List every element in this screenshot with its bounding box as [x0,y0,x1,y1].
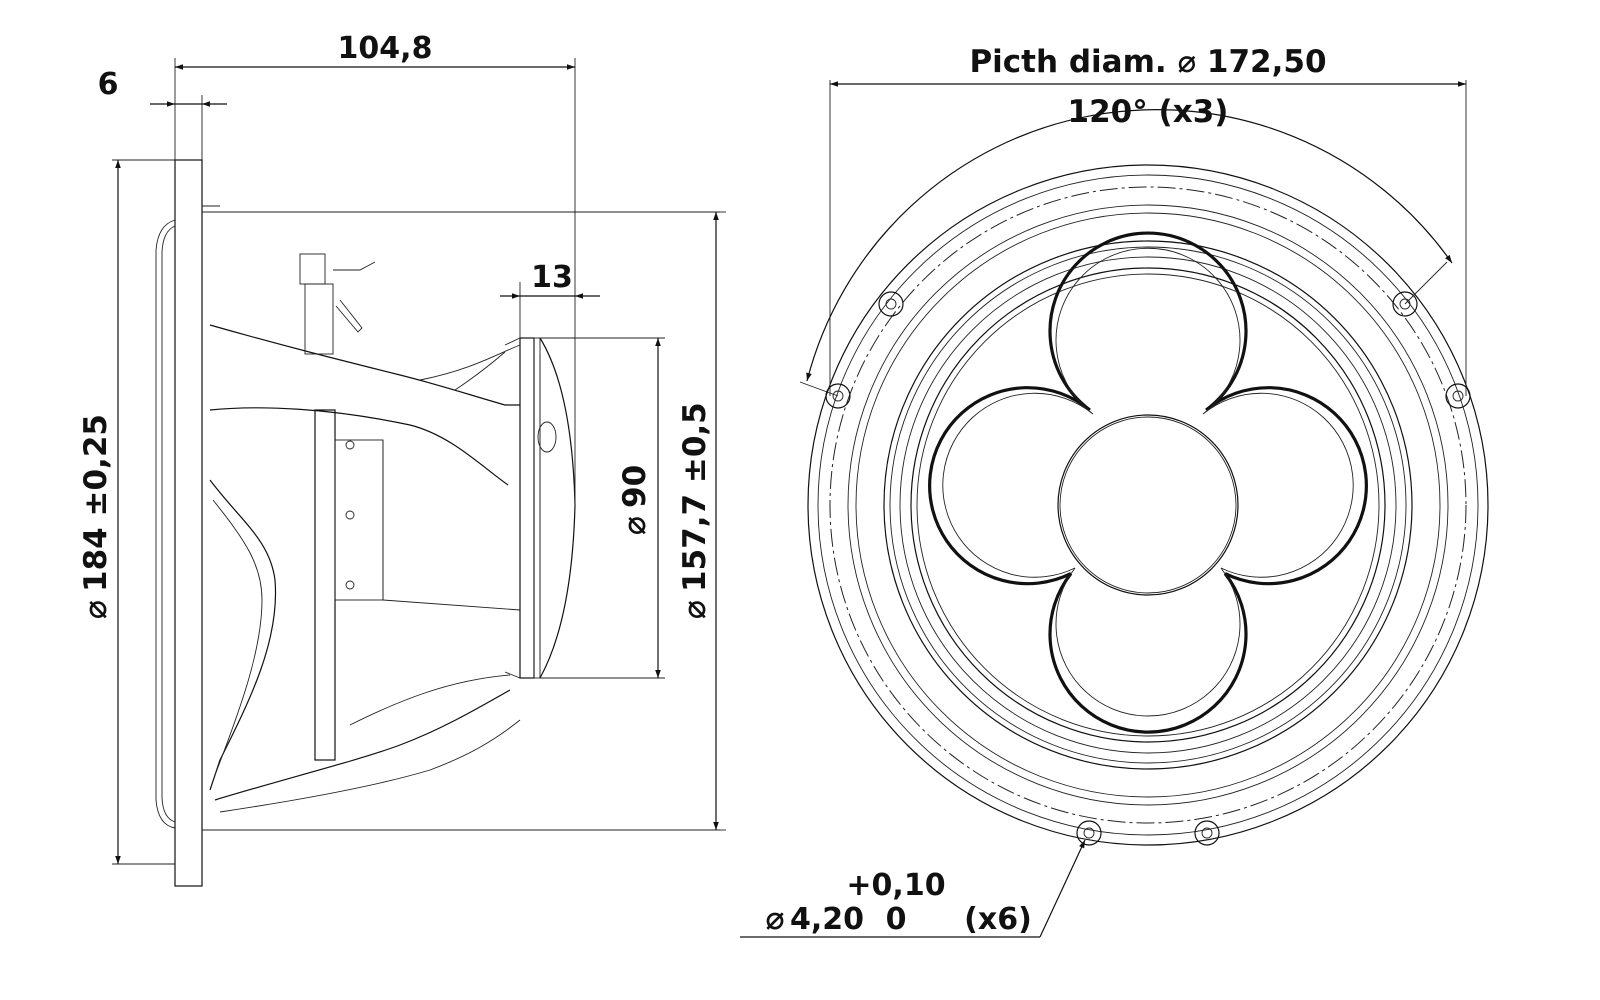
hole-leader [1039,839,1086,938]
hole-count: (x6) [964,902,1032,937]
diameter-symbol-magnet: ⌀ [615,516,653,535]
dim-magnet-height: 13 [531,260,573,295]
dust-cap [1057,414,1239,596]
magnet-frame [314,409,336,761]
dim-outer-diameter: 184 ±0,25 [78,414,114,592]
magnet [519,337,535,679]
mounting-hole [1445,383,1471,409]
dim-flange-thickness: 6 [98,67,119,102]
mounting-holes [825,291,1471,846]
diameter-symbol-outer: ⌀ [76,600,114,619]
dim-angle: 120° (x3) [1068,94,1229,130]
dim-magnet-diameter: 90 [617,465,653,508]
hole-tol-upper: +0,10 [846,868,945,903]
hole-tol-lower: 0 [886,902,907,937]
pitch-circle [829,186,1467,824]
dim-overall-depth: 104,8 [338,31,433,66]
trefoil-outline-outer [928,231,1368,734]
front-flange [174,159,203,887]
front-view: Picth diam. ⌀ 172,50 120° (x3) +0,10 ⌀ 4… [740,44,1489,938]
diameter-symbol-hole: ⌀ [765,899,784,937]
side-view: 104,8 6 13 ⌀ 184 ±0,25 ⌀ 90 ⌀ 157,7 ±0,5 [76,31,726,887]
mounting-hole [825,383,851,409]
basket-upper-spoke [209,324,520,406]
dim-cutout-diameter: 157,7 ±0,5 [677,402,713,592]
diameter-symbol-cutout: ⌀ [675,600,713,619]
mounting-hole [878,291,904,317]
surround-ring [883,240,1413,770]
dim-arc-angle [806,109,1453,382]
terminal [299,253,376,355]
basket-lower-spoke [209,479,277,791]
hole-diameter: 4,20 [790,902,864,937]
mounting-hole [1194,820,1220,846]
trefoil-outline-inner [942,247,1354,717]
gasket-outline [155,219,176,829]
cone-edge [910,267,1386,743]
outer-flange-ring [807,164,1489,846]
dim-pitch-diameter: Picth diam. ⌀ 172,50 [969,44,1326,80]
mounting-hole [1076,820,1102,846]
